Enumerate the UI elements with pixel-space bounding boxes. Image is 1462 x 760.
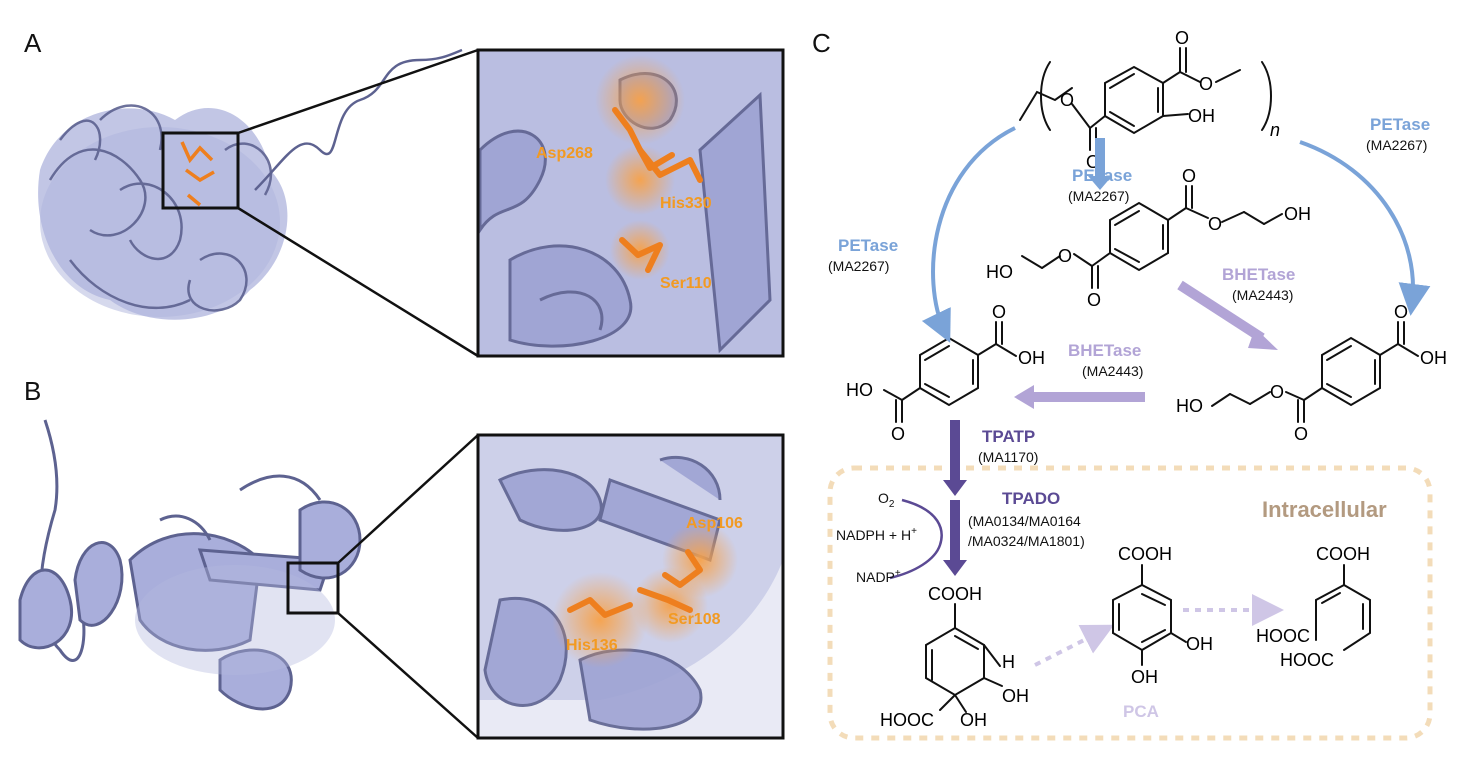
atom-hooc: HOOC xyxy=(880,710,934,730)
atom-ho: HO xyxy=(846,380,873,400)
enzyme-id: (MA2267) xyxy=(1068,188,1129,204)
enzyme-id: (MA2443) xyxy=(1232,287,1293,303)
atom-o: O xyxy=(1394,302,1408,322)
atom-oh: OH xyxy=(1186,634,1213,654)
enzyme-id: (MA2443) xyxy=(1082,363,1143,379)
atom-o: O xyxy=(1270,382,1284,402)
tpa-structure: O OH HO O xyxy=(846,302,1045,444)
enzyme-id-line-1: (MA0134/MA0164 xyxy=(968,513,1081,529)
arrow-petase-left xyxy=(921,126,1016,343)
label-petase-left: PETase (MA2267) xyxy=(828,236,898,274)
residue-label-his330: His330 xyxy=(660,195,712,212)
arrow-to-pca xyxy=(1034,624,1115,667)
label-petase-right: PETase (MA2267) xyxy=(1366,115,1430,153)
atom-o: O xyxy=(1182,166,1196,186)
zoom-line-a-bottom xyxy=(237,206,479,358)
panel-a-protein-structure xyxy=(38,48,463,320)
cofactor-nadph: NADPH + H+ xyxy=(836,526,917,543)
arrow-bhetase-diag-head xyxy=(1248,328,1278,350)
intracellular-region-border xyxy=(827,465,1433,741)
atom-oh: OH xyxy=(1002,686,1029,706)
arrow-petase-top-head xyxy=(1088,176,1112,190)
label-bhetase-mid: BHETase (MA2443) xyxy=(1068,341,1143,379)
enzyme-id: (MA2267) xyxy=(828,258,889,274)
label-tpado: TPADO (MA0134/MA0164 /MA0324/MA1801) xyxy=(968,489,1085,549)
cofactors: O2 NADPH + H+ NADP+ xyxy=(836,490,917,585)
intracellular-label: Intracellular xyxy=(1262,497,1387,522)
panel-b-label: B xyxy=(24,376,41,406)
atom-o: O xyxy=(1175,28,1189,48)
atom-o: O xyxy=(992,302,1006,322)
atom-hooc: HOOC xyxy=(1280,650,1334,670)
atom-oh: OH xyxy=(1284,204,1311,224)
residue-label-ser108: Ser108 xyxy=(668,611,721,628)
cofactor-o2: O2 xyxy=(878,490,895,510)
atom-oh: OH xyxy=(1188,106,1215,126)
enzyme-name: PETase xyxy=(1072,166,1132,185)
atom-o: O xyxy=(1058,246,1072,266)
panel-a-zoom-inset: Asp268 His330 Ser110 xyxy=(476,48,785,358)
panel-c-label: C xyxy=(812,28,831,58)
atom-ho: HO xyxy=(1176,396,1203,416)
atom-cooh: COOH xyxy=(928,584,982,604)
atom-oh: OH xyxy=(1420,348,1447,368)
arrow-petase-right xyxy=(1299,140,1431,316)
label-petase-top: PETase (MA2267) xyxy=(1068,166,1132,204)
pca-label: PCA xyxy=(1123,702,1159,721)
panel-a-label: A xyxy=(24,28,42,58)
dihydrodiol-structure: COOH H OH HOOC OH xyxy=(880,584,1029,730)
atom-hooc: HOOC xyxy=(1256,626,1310,646)
atom-o: O xyxy=(1060,90,1074,110)
label-tpatp: TPATP (MA1170) xyxy=(978,427,1038,465)
mhet-structure: O O OH O O HO xyxy=(986,166,1311,310)
atom-ho: HO xyxy=(986,262,1013,282)
atom-oh: OH xyxy=(960,710,987,730)
arrow-tpatp-head xyxy=(943,480,967,496)
atom-o: O xyxy=(1199,74,1213,94)
zoom-line-b-bottom xyxy=(337,612,479,739)
enzyme-name: TPATP xyxy=(982,427,1035,446)
zoom-line-b-top xyxy=(337,434,479,564)
arrow-bhetase-diag xyxy=(1177,280,1265,343)
panel-b-zoom-inset: Asp106 Ser108 His136 xyxy=(476,433,785,740)
atom-o: O xyxy=(1087,290,1101,310)
cofactor-nadp: NADP+ xyxy=(856,568,901,585)
enzyme-name: BHETase xyxy=(1068,341,1141,360)
atom-o: O xyxy=(1208,214,1222,234)
residue-label-ser110: Ser110 xyxy=(660,275,712,292)
enzyme-name: PETase xyxy=(1370,115,1430,134)
zoom-line-a-top xyxy=(237,48,479,135)
pet-polymer-structure: O O OH O O n xyxy=(1019,28,1280,172)
atom-oh: OH xyxy=(1018,348,1045,368)
label-bhetase-diag: BHETase (MA2443) xyxy=(1222,265,1295,303)
enzyme-id: (MA2267) xyxy=(1366,137,1427,153)
arrow-tpado-head xyxy=(943,560,967,576)
atom-o: O xyxy=(1294,424,1308,444)
pca-structure: COOH OH OH PCA xyxy=(1112,544,1213,721)
muconate-structure: COOH HOOC HOOC xyxy=(1256,544,1371,670)
atom-h: H xyxy=(1002,652,1015,672)
atom-cooh: COOH xyxy=(1316,544,1370,564)
bhet-derived-structure: O OH O O HO xyxy=(1176,302,1447,444)
repeat-subscript-n: n xyxy=(1270,120,1280,140)
residue-label-asp106: Asp106 xyxy=(686,515,743,532)
enzyme-id-line-2: /MA0324/MA1801) xyxy=(968,533,1085,549)
atom-o: O xyxy=(891,424,905,444)
enzyme-name: PETase xyxy=(838,236,898,255)
arrow-bhetase-mid-head xyxy=(1014,385,1034,409)
enzyme-id: (MA1170) xyxy=(978,449,1038,465)
enzyme-name: BHETase xyxy=(1222,265,1295,284)
residue-label-his136: His136 xyxy=(566,637,618,654)
atom-cooh: COOH xyxy=(1118,544,1172,564)
atom-oh: OH xyxy=(1131,667,1158,687)
cofactor-curve xyxy=(889,498,943,580)
residue-label-asp268: Asp268 xyxy=(536,145,593,162)
panel-b-protein-structure xyxy=(18,419,362,711)
enzyme-name: TPADO xyxy=(1002,489,1060,508)
